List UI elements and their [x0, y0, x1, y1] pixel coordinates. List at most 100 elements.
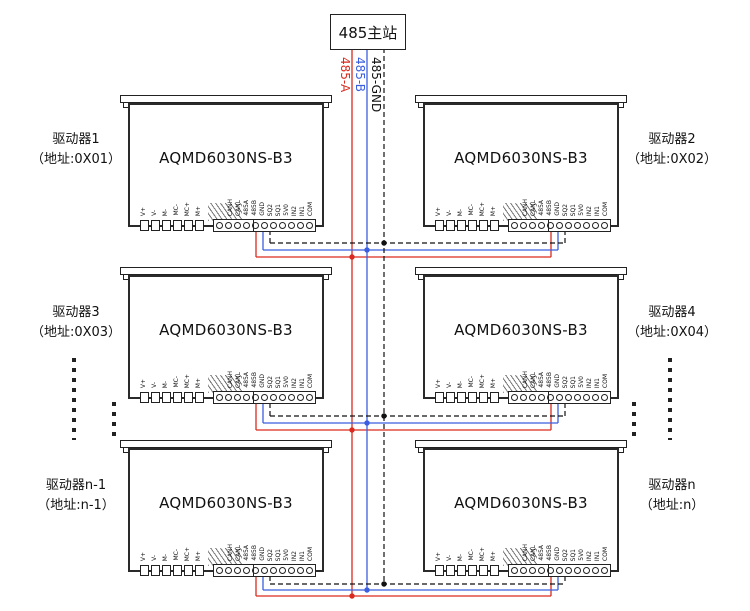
power-pin-labels: V+V-M-MC-MC+M+ — [435, 547, 497, 561]
signal-terminal — [529, 567, 536, 574]
power-terminal — [446, 220, 455, 231]
power-terminal — [457, 565, 466, 576]
driver-address: （地址:n） — [639, 498, 705, 514]
connector-hatch — [208, 548, 242, 566]
pin-label: GND — [554, 202, 561, 216]
signal-terminal — [583, 222, 590, 229]
power-terminal — [457, 392, 466, 403]
power-terminal — [173, 565, 182, 576]
junction-dots-485-a — [349, 254, 355, 599]
bus-label-485-b: 485-B — [353, 57, 367, 92]
power-terminal — [162, 392, 171, 403]
pin-label: 5V0 — [283, 204, 290, 216]
driver-model-label: AQMD6030NS-B3 — [454, 149, 588, 167]
driver-top-cover — [120, 440, 332, 448]
pin-label: V- — [151, 555, 158, 561]
pin-label: 485A — [243, 200, 250, 216]
continuation-dots-right-inner — [632, 402, 636, 438]
power-pin-labels: V+V-M-MC-MC+M+ — [140, 202, 202, 216]
signal-terminal — [547, 567, 554, 574]
pin-label: SQ2 — [562, 548, 569, 561]
junction-dots-485-gnd — [381, 240, 387, 587]
power-terminal — [173, 392, 182, 403]
signal-terminal — [565, 222, 572, 229]
driver-name: 驱动器3 — [52, 305, 100, 320]
pin-label: M+ — [195, 205, 202, 216]
signal-terminal-block — [508, 564, 611, 577]
pin-label: V- — [151, 210, 158, 216]
power-pin-labels: V+V-M-MC-MC+M+ — [435, 202, 497, 216]
pin-label: IN2 — [586, 205, 593, 216]
signal-terminal — [261, 222, 268, 229]
pin-label: GND — [554, 547, 561, 561]
signal-terminal — [234, 394, 241, 401]
signal-terminal — [538, 394, 545, 401]
driver-top-cover — [120, 267, 332, 275]
power-terminal — [140, 565, 149, 576]
power-terminal — [490, 220, 499, 231]
pin-label: SQ1 — [570, 375, 577, 388]
pin-label: M+ — [195, 550, 202, 561]
pin-label: V+ — [435, 206, 442, 216]
pin-label: 485B — [546, 545, 553, 561]
pin-label: V+ — [140, 551, 147, 561]
terminal-divider — [548, 565, 549, 576]
power-terminal — [435, 565, 444, 576]
pin-label: CANH — [522, 198, 529, 216]
signal-terminal — [234, 222, 241, 229]
pin-label: 485B — [546, 372, 553, 388]
driver-label-4: 驱动器4 （地址:0X04） — [622, 303, 722, 343]
junction-dots-485-b — [364, 247, 370, 593]
power-terminal — [151, 392, 160, 403]
power-pin-labels: V+V-M-MC-MC+M+ — [140, 374, 202, 388]
signal-terminal — [261, 567, 268, 574]
power-terminal — [195, 565, 204, 576]
signal-terminal — [216, 567, 223, 574]
pin-label: SQ2 — [562, 375, 569, 388]
power-terminal — [151, 220, 160, 231]
pin-label: CANH — [227, 370, 234, 388]
pin-label: V- — [446, 210, 453, 216]
power-terminal — [479, 220, 488, 231]
driver-address: （地址:0X04） — [626, 325, 718, 341]
signal-terminal — [592, 567, 599, 574]
signal-terminal — [279, 567, 286, 574]
pin-label: M- — [162, 553, 169, 561]
signal-terminal — [279, 222, 286, 229]
driver-top-cover — [415, 267, 627, 275]
pin-label: IN1 — [299, 550, 306, 561]
power-terminal — [151, 565, 160, 576]
driver-name: 驱动器4 — [648, 305, 696, 320]
pin-label: CANL — [530, 371, 537, 388]
pin-label: IN1 — [594, 205, 601, 216]
connector-hatch — [208, 203, 242, 221]
pin-label: 485B — [251, 545, 258, 561]
signal-terminal — [592, 394, 599, 401]
pin-label: 5V0 — [283, 549, 290, 561]
pin-label: CANL — [530, 199, 537, 216]
power-terminal — [173, 220, 182, 231]
pin-label: M- — [457, 208, 464, 216]
driver-label-1: 驱动器1 （地址:0X01） — [26, 130, 126, 170]
signal-terminal — [306, 394, 313, 401]
continuation-dots-right-outer — [668, 358, 672, 440]
pin-label: CANL — [235, 544, 242, 561]
pin-label: IN1 — [299, 205, 306, 216]
pin-label: SQ1 — [275, 548, 282, 561]
signal-terminal-block — [213, 219, 316, 232]
driver-address: （地址:0X01） — [30, 152, 122, 168]
driver-label-6: 驱动器n （地址:n） — [622, 476, 722, 516]
signal-terminal — [556, 222, 563, 229]
signal-terminal — [529, 222, 536, 229]
pin-label: M+ — [490, 377, 497, 388]
pin-label: 485A — [243, 545, 250, 561]
pin-label: SQ1 — [275, 375, 282, 388]
driver-model-label: AQMD6030NS-B3 — [159, 321, 293, 339]
pin-label: COM — [307, 373, 314, 388]
pin-label: CANL — [530, 544, 537, 561]
pin-label: V- — [446, 555, 453, 561]
